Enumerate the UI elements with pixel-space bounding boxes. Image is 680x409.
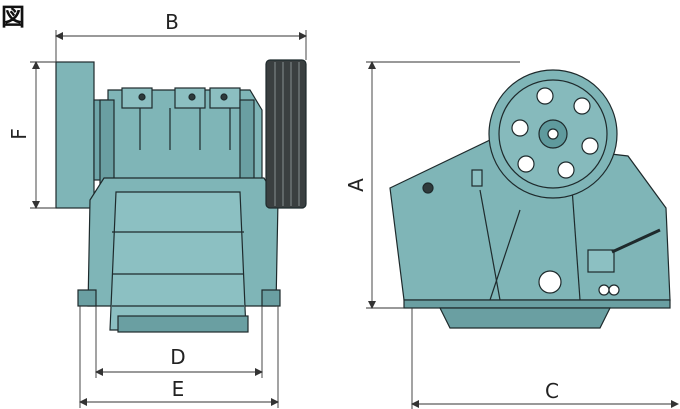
side-fitting-2 [471,169,483,187]
flywheel-hole-2 [536,87,554,105]
flywheel-hole-1 [511,119,529,137]
adjust-bolt-1 [598,284,610,296]
dim-label-A: A [344,178,368,192]
flywheel-hole-6 [557,161,575,179]
dim-label-B: B [165,10,179,34]
adjust-rod [611,228,661,254]
side-fitting-1 [422,182,434,194]
adjust-bolt-2 [608,284,620,296]
flywheel-hole-3 [573,97,591,115]
front-view [55,59,307,333]
figure-mark-bg [0,0,26,30]
flywheel-hole-5 [517,155,535,173]
left-side-bar [99,99,115,191]
dimension-lines [30,30,679,409]
bearing-cap-left [121,87,153,109]
right-foot [261,289,281,307]
dim-label-F: F [7,128,31,140]
right-pulley [265,59,307,209]
dim-label-E: E [172,377,185,401]
bolt-2 [188,93,196,101]
jaw-plate-front [109,191,247,331]
dim-label-C: C [545,379,559,403]
flywheel-axle [547,128,559,140]
dim-label-D: D [170,345,185,369]
side-rib-3 [489,209,521,301]
bolt-3 [220,93,228,101]
right-side-bar [239,99,255,191]
figure-mark: 図 [1,3,25,31]
side-bottom [439,307,611,329]
adjust-block [587,249,615,273]
side-view [389,69,671,329]
discharge-opening [538,270,562,294]
left-foot [77,289,97,307]
flywheel-hole-4 [581,137,599,155]
bolt-1 [138,93,146,101]
left-flywheel [55,61,95,209]
side-base [403,299,671,309]
bottom-base [117,315,249,333]
